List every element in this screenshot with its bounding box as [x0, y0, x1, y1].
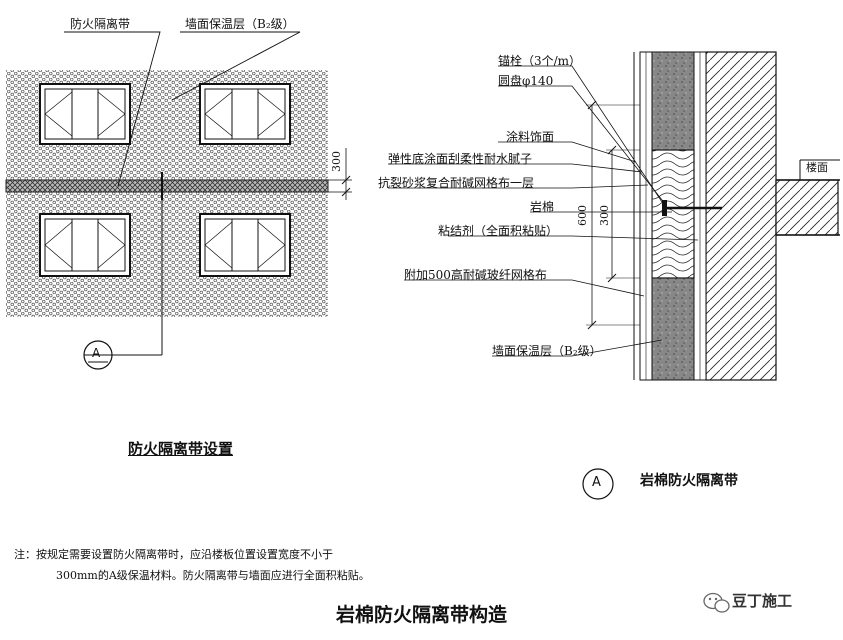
window-bottom-right — [199, 213, 291, 277]
leader-fire-belt — [64, 31, 161, 187]
callout-leaders — [388, 65, 699, 357]
label-anticrack-mortar: 抗裂砂浆复合耐碱网格布一层 — [378, 176, 535, 190]
label-wall-insulation: 墙面保温层（B₂级） — [185, 17, 295, 31]
label-elastic-putty: 弹性底涂面刮柔性耐水腻子 — [388, 152, 533, 166]
leader-wall-insulation — [171, 31, 301, 101]
label-dim-600: 600 — [576, 205, 589, 226]
label-detail-wall-insulation: 墙面保温层（B₂级） — [492, 344, 602, 358]
label-adhesive: 粘结剂（全面积粘贴） — [438, 224, 559, 238]
dimension-600 — [586, 100, 640, 330]
concrete-wall — [705, 51, 777, 381]
fire-belt-band — [5, 179, 329, 193]
detail-marker-label: A — [592, 475, 601, 490]
label-dimension-300: 300 — [330, 151, 343, 172]
label-paint-finish: 涂料饰面 — [506, 130, 555, 144]
wechat-icon — [703, 592, 730, 613]
label-dim-300: 300 — [598, 205, 611, 226]
label-extra-mesh: 附加500高耐碱玻纤网格布 — [404, 268, 547, 282]
label-disk: 圆盘φ140 — [498, 74, 554, 88]
insulation-upper — [651, 51, 695, 151]
rock-wool-belt — [651, 149, 695, 279]
facade-title: 防火隔离带设置 — [128, 440, 234, 458]
label-anchor-bolt: 锚栓（3个/m） — [498, 54, 582, 68]
floor-slab — [775, 179, 839, 236]
window-top-right — [199, 83, 291, 145]
detail-title: 岩棉防火隔离带 — [640, 473, 738, 489]
detail-marker-circle — [582, 468, 614, 500]
note-line-1: 注：按规定需要设置防火隔离带时，应沿楼板位置设置宽度不小于 — [14, 548, 333, 561]
dimension-300 — [328, 148, 352, 200]
page-caption: 岩棉防火隔离带构造 — [335, 604, 507, 626]
label-fire-belt: 防火隔离带 — [70, 17, 131, 31]
note-line-2: 300mm的A级保温材料。防火隔离带与墙面应进行全面积粘贴。 — [56, 569, 370, 582]
window-top-left — [39, 83, 131, 145]
label-rock-wool: 岩棉 — [530, 200, 555, 214]
brand-name: 豆丁施工 — [732, 592, 793, 610]
facade-elevation — [5, 31, 352, 370]
label-floor-slab: 楼面 — [806, 161, 828, 174]
window-bottom-left — [39, 213, 131, 277]
section-detail — [388, 51, 840, 500]
insulation-lower — [651, 277, 695, 381]
section-marker-label: A — [92, 346, 101, 360]
